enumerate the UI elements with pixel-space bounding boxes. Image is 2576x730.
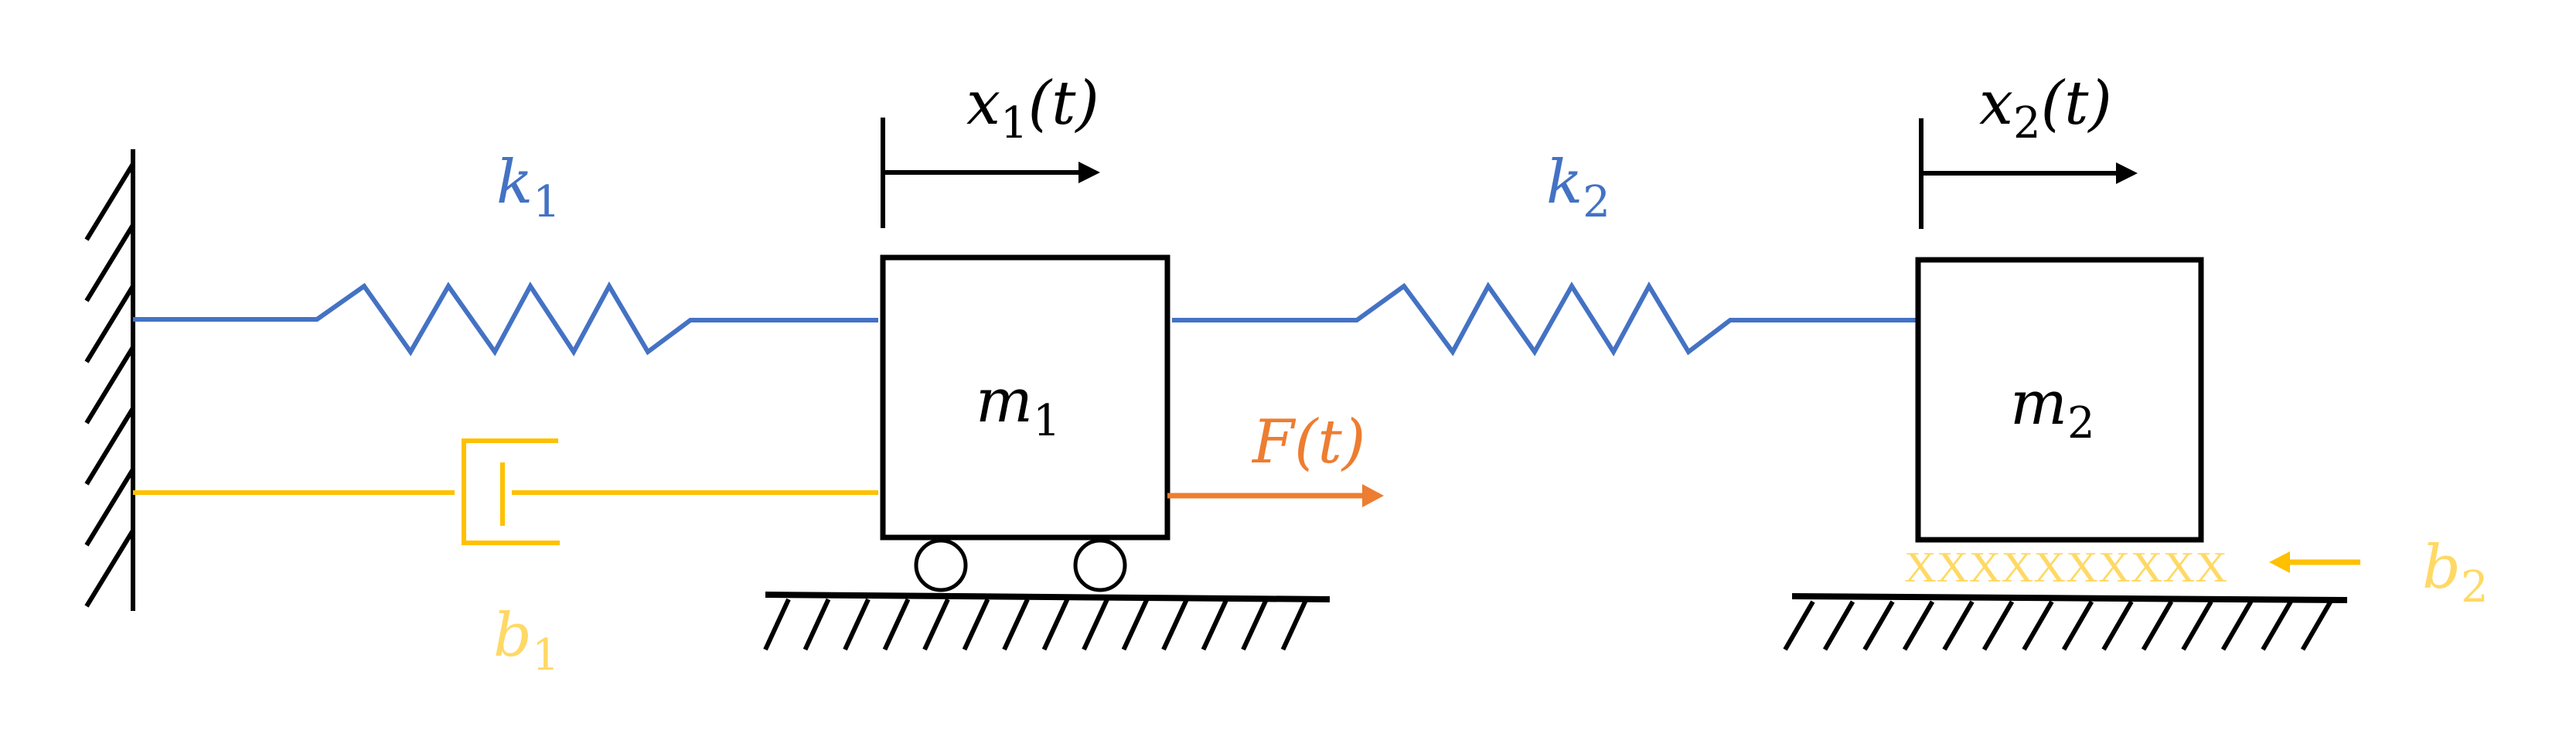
hatch-mark bbox=[802, 598, 831, 651]
hatch-mark bbox=[2061, 600, 2094, 651]
ground-2 bbox=[1783, 593, 2348, 651]
hatch-mark bbox=[1862, 600, 1895, 651]
hatch-mark bbox=[84, 223, 135, 302]
label-x1: x1(t) bbox=[966, 69, 1099, 148]
hatch-mark bbox=[763, 598, 791, 651]
hatch-mark bbox=[2181, 600, 2213, 651]
spring-k2 bbox=[1172, 281, 1918, 356]
wheel-right bbox=[1073, 538, 1127, 592]
hatch-mark bbox=[2022, 600, 2054, 651]
hatch-mark bbox=[1902, 600, 1935, 651]
hatch-mark bbox=[1783, 600, 1815, 651]
hatch-mark bbox=[922, 598, 950, 651]
hatch-mark bbox=[2220, 600, 2254, 651]
hatch-mark bbox=[84, 407, 135, 486]
dashpot-cylinder bbox=[462, 438, 560, 545]
hatch-mark bbox=[84, 346, 135, 425]
spring-k1 bbox=[133, 281, 878, 356]
ground-1-hatch bbox=[763, 598, 1309, 651]
label-k1: k1 bbox=[496, 148, 561, 227]
label-k2: k2 bbox=[1546, 148, 1610, 227]
hatch-mark bbox=[1121, 598, 1150, 651]
hatch-mark bbox=[2261, 600, 2293, 651]
hatch-mark bbox=[1082, 598, 1109, 651]
hatch-mark bbox=[2300, 600, 2333, 651]
friction-arrow-b2 bbox=[2269, 551, 2360, 573]
hatch-mark bbox=[1002, 598, 1030, 651]
dashpot-b1 bbox=[133, 438, 878, 545]
hatch-mark bbox=[1241, 598, 1269, 651]
label-b1: b1 bbox=[493, 601, 560, 681]
label-x2: x2(t) bbox=[1979, 69, 2112, 148]
hatch-mark bbox=[962, 598, 990, 651]
hatch-mark bbox=[1981, 600, 2015, 651]
hatch-mark bbox=[84, 529, 135, 608]
label-b2: b2 bbox=[2422, 533, 2489, 612]
hatch-mark bbox=[843, 598, 871, 651]
hatch-mark bbox=[1161, 598, 1189, 651]
wheel-left bbox=[914, 538, 968, 592]
ground-2-line bbox=[1791, 593, 2348, 603]
hatch-mark bbox=[84, 162, 135, 241]
hatch-mark bbox=[1280, 598, 1309, 651]
x2-arrow-head bbox=[2116, 162, 2138, 184]
hatch-mark bbox=[1041, 598, 1070, 651]
displacement-x2 bbox=[1919, 118, 2138, 229]
hatch-mark bbox=[84, 285, 135, 363]
b2-arrow-head bbox=[2269, 551, 2290, 573]
hatch-mark bbox=[2141, 600, 2174, 651]
force-arrow bbox=[1167, 484, 1384, 507]
label-m2: m2 bbox=[2010, 369, 2095, 449]
hatch-mark bbox=[2101, 600, 2134, 651]
hatch-mark bbox=[882, 598, 911, 651]
mass-m2 bbox=[1915, 257, 2204, 543]
ground-1-line bbox=[765, 592, 1331, 602]
hatch-mark bbox=[1201, 598, 1229, 651]
force-arrow-head bbox=[1362, 484, 1384, 507]
fixed-wall bbox=[84, 149, 135, 611]
mass-m1 bbox=[880, 254, 1170, 541]
x1-arrow-head bbox=[1078, 162, 1100, 183]
hatch-mark bbox=[1942, 600, 1975, 651]
displacement-x1 bbox=[881, 118, 1100, 228]
friction-pattern: XXXXXXXXXX bbox=[1904, 544, 2227, 592]
hatch-mark bbox=[1822, 600, 1855, 651]
wall-hatch bbox=[84, 162, 135, 608]
hatch-mark bbox=[84, 468, 135, 547]
label-m1: m1 bbox=[976, 367, 1061, 446]
label-force: F(t) bbox=[1251, 408, 1365, 477]
ground-1 bbox=[763, 592, 1331, 651]
ground-2-hatch bbox=[1783, 600, 2333, 651]
